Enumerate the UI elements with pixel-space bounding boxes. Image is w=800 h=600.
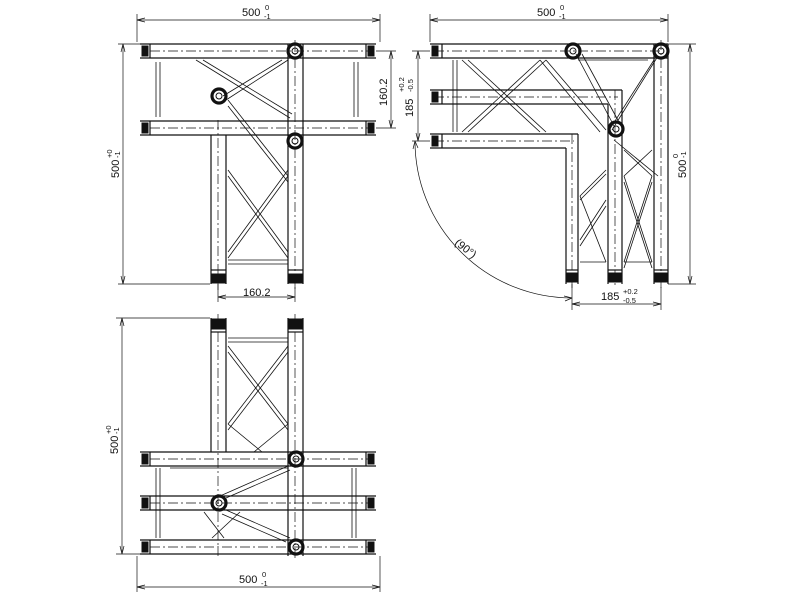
svg-text:500: 500 [110, 160, 122, 178]
angle-dimension-90: (90°) [412, 140, 573, 302]
svg-text:0: 0 [265, 3, 269, 12]
dimension-bottom-width: 500 0 -1 [136, 556, 381, 592]
svg-text:(90°): (90°) [452, 237, 478, 261]
svg-text:-1: -1 [679, 151, 688, 158]
svg-text:185: 185 [601, 291, 619, 303]
svg-text:+0.2: +0.2 [623, 287, 638, 296]
dimension-top-width: 500 0 -1 [136, 3, 381, 42]
svg-text:-1: -1 [559, 12, 566, 21]
svg-text:-1: -1 [113, 151, 122, 158]
dimension-left-height: 500 +0 -1 [105, 43, 210, 285]
dimension-left-height: 500 +0 -1 [104, 317, 210, 555]
svg-text:500: 500 [109, 436, 121, 454]
dimension-left-185: 185 +0.2 -0.5 [397, 50, 430, 142]
dimension-bottom-185: 185 +0.2 -0.5 [571, 284, 662, 310]
svg-text:185: 185 [404, 99, 416, 117]
svg-text:-0.5: -0.5 [623, 296, 636, 305]
dimension-bottom-160: 160.2 [217, 284, 296, 302]
right-vertical-leg [287, 40, 304, 290]
dimension-top-width: 500 0 -1 [429, 3, 669, 42]
dim-value: 500 [242, 7, 260, 19]
middle-chord [140, 120, 376, 136]
svg-text:0: 0 [560, 3, 564, 12]
svg-text:-1: -1 [112, 427, 121, 434]
svg-text:-1: -1 [261, 579, 268, 588]
left-vertical-leg [210, 120, 227, 290]
svg-text:500: 500 [677, 160, 689, 178]
view-bottom-left: 500 +0 -1 500 0 -1 [104, 314, 381, 592]
svg-text:0: 0 [671, 154, 680, 158]
svg-text:+0: +0 [105, 149, 114, 158]
svg-text:0: 0 [262, 570, 266, 579]
svg-text:+0: +0 [104, 425, 113, 434]
svg-text:160.2: 160.2 [378, 78, 390, 106]
svg-text:+0.2: +0.2 [397, 77, 406, 92]
top-chord [140, 43, 376, 59]
svg-text:500: 500 [537, 7, 555, 19]
svg-text:500: 500 [239, 574, 257, 586]
dimension-right-height: 500 0 -1 [668, 43, 696, 285]
dimension-right-160: 160.2 [376, 50, 396, 129]
view-top-left: 500 0 -1 500 +0 -1 160.2 160. [105, 3, 396, 302]
view-top-right: 500 0 -1 500 0 -1 185 +0.2 -0.5 [397, 3, 696, 310]
svg-text:-1: -1 [264, 12, 271, 21]
svg-text:-0.5: -0.5 [406, 79, 415, 92]
svg-text:160.2: 160.2 [243, 287, 271, 299]
